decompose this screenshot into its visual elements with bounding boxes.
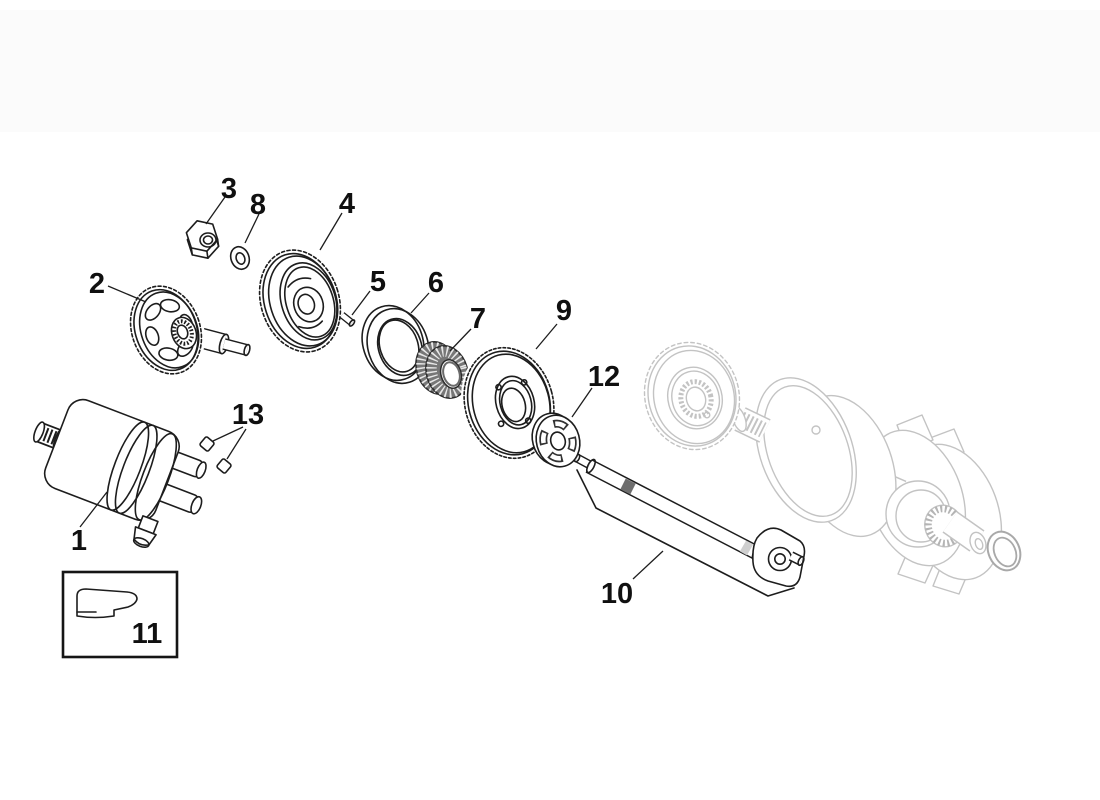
part-8-washer xyxy=(229,245,251,271)
callout-number: 7 xyxy=(470,303,486,335)
callout-3[interactable]: 3 xyxy=(205,173,237,225)
leader-line xyxy=(79,491,108,528)
leader-line xyxy=(205,196,226,225)
callout-number: 1 xyxy=(71,525,87,557)
callout-number: 5 xyxy=(370,266,386,298)
callout-2[interactable]: 2 xyxy=(89,268,147,303)
inset-box-frame xyxy=(61,570,179,659)
ghost-primary-gear xyxy=(643,341,741,451)
leader-line xyxy=(632,550,664,580)
leader-line xyxy=(571,387,593,418)
part-4-starter-driven-gear xyxy=(256,246,344,356)
top-band xyxy=(0,10,1100,132)
part-13-spacers xyxy=(199,436,232,474)
callout-8[interactable]: 8 xyxy=(244,189,266,244)
part-3-nut xyxy=(185,220,220,260)
callout-13[interactable]: 13 xyxy=(212,399,264,460)
callout-number: 8 xyxy=(250,189,266,221)
callout-number: 3 xyxy=(221,173,237,205)
callout-number: 9 xyxy=(556,295,572,327)
callout-10[interactable]: 10 xyxy=(601,550,664,610)
leader-line xyxy=(449,328,472,352)
callout-7[interactable]: 7 xyxy=(449,303,486,352)
callout-6[interactable]: 6 xyxy=(410,267,444,314)
part-11-inset-box xyxy=(61,570,179,659)
leader-line xyxy=(107,285,147,303)
leader-line xyxy=(212,426,244,442)
part-6-ring xyxy=(361,304,430,385)
callout-number: 6 xyxy=(428,267,444,299)
callout-number: 13 xyxy=(232,399,264,431)
callout-number: 11 xyxy=(132,618,163,650)
callout-5[interactable]: 5 xyxy=(351,266,386,316)
part-7-needle-bearing xyxy=(415,341,469,399)
part-10-shaft xyxy=(573,453,806,597)
callout-1[interactable]: 1 xyxy=(71,491,108,557)
part-1-starter-motor xyxy=(33,398,207,549)
callout-number: 4 xyxy=(339,188,355,220)
leader-line xyxy=(244,213,260,244)
ghost-crankshaft xyxy=(731,377,1022,595)
leader-line xyxy=(410,292,430,314)
part-5-pin xyxy=(339,312,356,327)
leader-line xyxy=(351,290,371,316)
callout-number: 2 xyxy=(89,268,105,300)
callout-12[interactable]: 12 xyxy=(571,361,620,418)
part-12-spacer-disc xyxy=(531,412,581,468)
callout-4[interactable]: 4 xyxy=(319,188,355,251)
callout-9[interactable]: 9 xyxy=(535,295,572,350)
callout-number: 10 xyxy=(601,578,633,610)
callout-number: 12 xyxy=(588,361,620,393)
callout-11[interactable]: 11 xyxy=(132,618,163,650)
leader-line xyxy=(535,323,558,350)
leader-line xyxy=(319,212,343,251)
rubber-cover-shape xyxy=(76,588,138,619)
leader-line xyxy=(226,428,247,460)
part-2-idler-gear xyxy=(127,282,251,378)
